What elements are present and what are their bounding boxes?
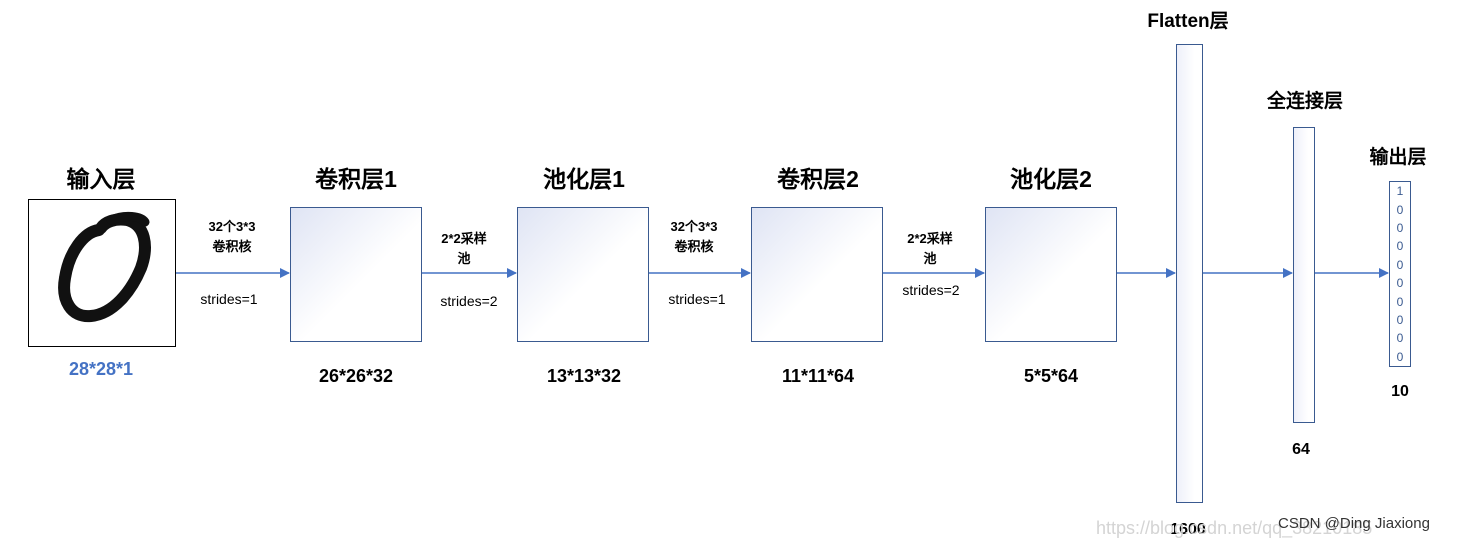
output-value: 0 [1396, 349, 1404, 364]
input-layer-dim: 28*28*1 [68, 359, 134, 379]
edge1-stride: strides=1 [200, 291, 258, 307]
pool2-box [985, 207, 1117, 342]
edge3-stride: strides=1 [668, 291, 726, 307]
output-value: 0 [1396, 312, 1404, 327]
edge1-line1: 32个3*3 [208, 219, 256, 234]
output-dim: 10 [1391, 383, 1409, 400]
edge4-pool-label: 2*2采样 池 [907, 229, 953, 269]
flatten-dim: 1600 [1170, 521, 1206, 538]
output-value: 0 [1396, 220, 1404, 235]
output-value: 0 [1396, 331, 1404, 346]
conv2-title: 卷积层2 [777, 166, 859, 192]
conv1-dim: 26*26*32 [318, 366, 394, 386]
output-value: 0 [1396, 202, 1404, 217]
pool1-box [517, 207, 649, 342]
pool1-dim: 13*13*32 [546, 366, 622, 386]
conv2-dim: 11*11*64 [781, 366, 855, 386]
edge3-kernel-label: 32个3*3 卷积核 [671, 217, 718, 257]
edge2-line1: 2*2采样 [441, 231, 487, 246]
edge2-line2: 池 [457, 251, 471, 266]
edge2-stride: strides=2 [440, 293, 498, 309]
pool2-title: 池化层2 [1010, 166, 1092, 192]
flatten-bar [1176, 44, 1203, 503]
output-value: 0 [1396, 276, 1404, 291]
output-vector: 1 0 0 0 0 0 0 0 0 0 [1389, 181, 1411, 367]
edge1-kernel-label: 32个3*3 卷积核 [209, 217, 256, 257]
pool1-title: 池化层1 [543, 166, 625, 192]
csdn-credit: CSDN @Ding Jiaxiong [1278, 515, 1430, 532]
input-layer-title: 输入层 [66, 166, 136, 192]
output-title: 输出层 [1369, 147, 1427, 168]
watermark-url: https://blog.csdn.net/qq_38210185 [1096, 518, 1373, 538]
dense-dim: 64 [1292, 441, 1310, 458]
input-digit-image [28, 199, 176, 347]
dense-title: 全连接层 [1266, 91, 1344, 112]
edge2-pool-label: 2*2采样 池 [441, 229, 487, 269]
output-value: 0 [1396, 239, 1404, 254]
edge4-stride: strides=2 [902, 282, 960, 298]
output-value: 1 [1396, 184, 1404, 199]
handwritten-zero-digit [58, 211, 151, 323]
edge1-line2: 卷积核 [212, 239, 252, 254]
conv2-box [751, 207, 883, 342]
dense-bar [1293, 127, 1315, 423]
edge3-line2: 卷积核 [674, 239, 714, 254]
output-value: 0 [1396, 257, 1404, 272]
conv1-box [290, 207, 422, 342]
output-value: 0 [1396, 294, 1404, 309]
edge4-line1: 2*2采样 [907, 231, 953, 246]
edge4-line2: 池 [923, 251, 937, 266]
flatten-title: Flatten层 [1147, 11, 1229, 32]
pool2-dim: 5*5*64 [1023, 366, 1079, 386]
conv1-title: 卷积层1 [315, 166, 397, 192]
edge3-line1: 32个3*3 [670, 219, 718, 234]
